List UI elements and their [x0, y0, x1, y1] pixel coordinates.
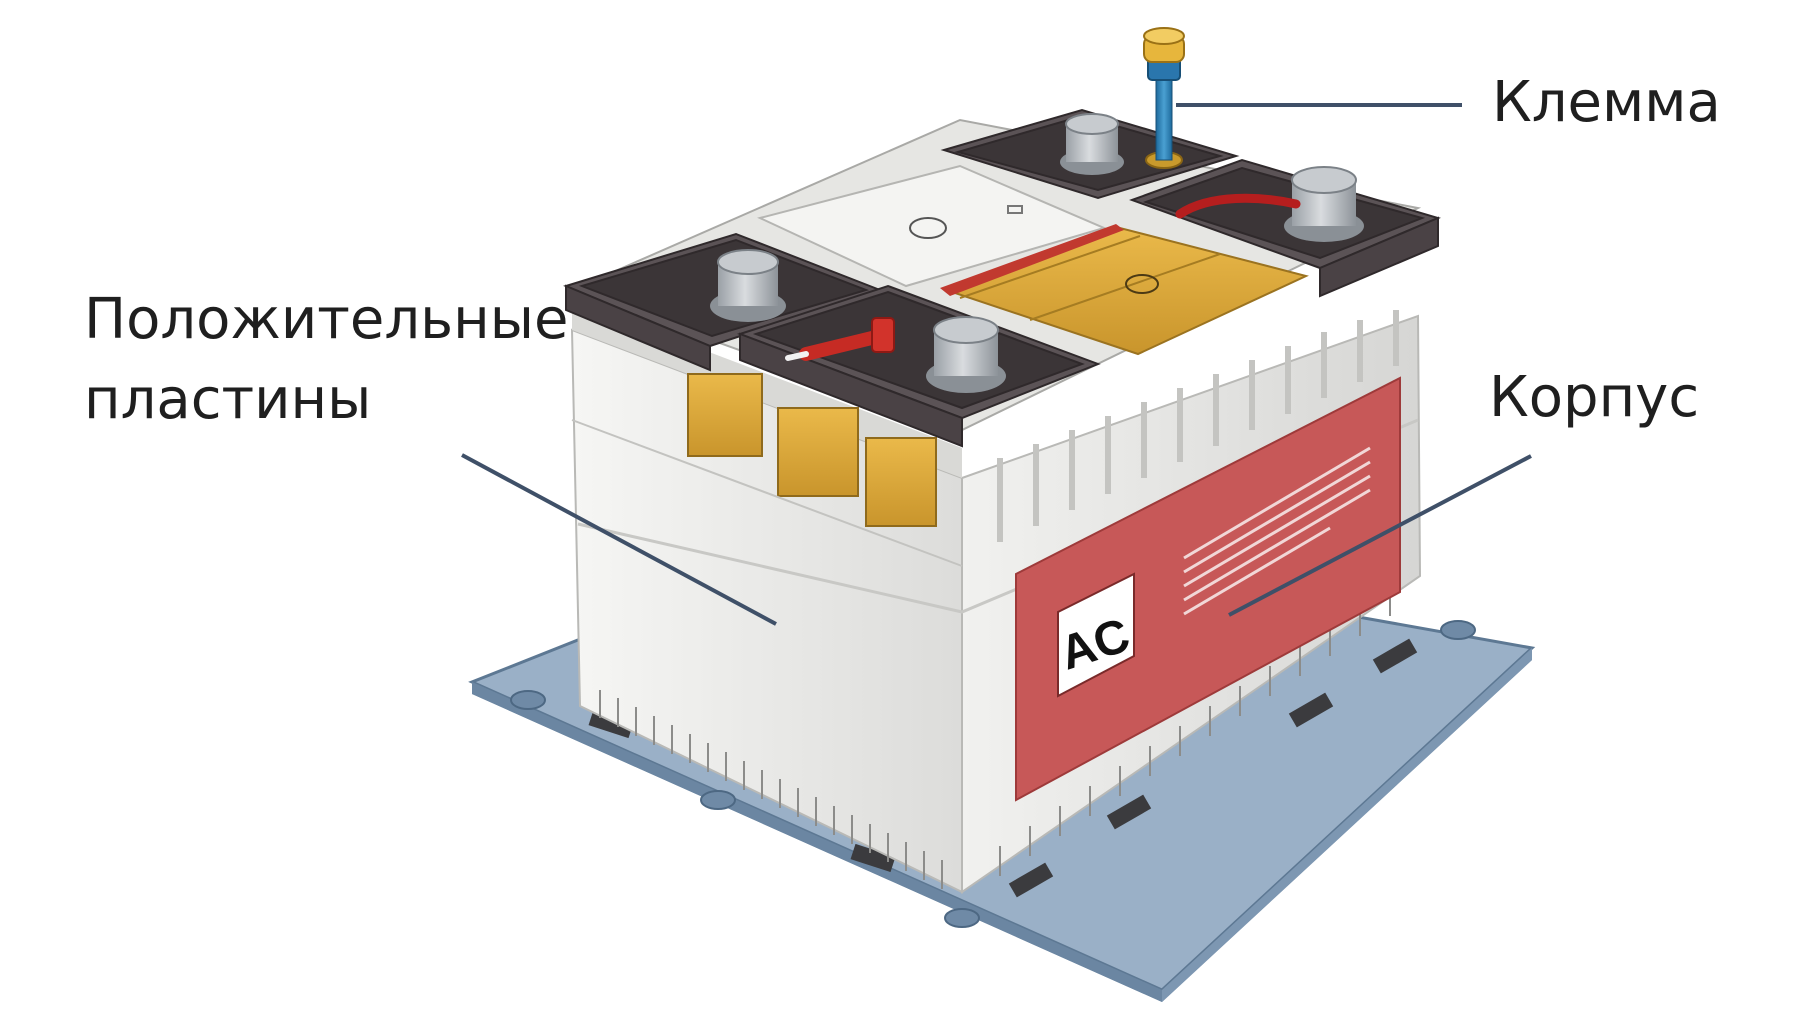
terminal-posts	[710, 113, 1364, 393]
leader-line-plates	[461, 453, 777, 626]
post-center-front	[926, 316, 1006, 393]
label-positive-plates-line1: Положительные	[84, 287, 569, 352]
terminal-probe	[1143, 27, 1185, 169]
case-label-panel: AC	[1015, 376, 1401, 802]
red-cables	[785, 193, 1301, 361]
leader-lines	[461, 103, 1532, 626]
mounting-clamps	[588, 638, 1418, 898]
post-back-right	[1284, 166, 1364, 242]
label-positive-plates: Положительные пластины	[84, 280, 568, 440]
leader-line-case	[1228, 454, 1532, 617]
post-back-left	[1060, 113, 1124, 175]
label-case: Корпус	[1489, 365, 1700, 430]
post-left-front	[710, 249, 786, 322]
label-terminal: Клемма	[1492, 70, 1721, 135]
vent-cap-icon	[909, 217, 947, 239]
label-positive-plates-line2: пластины	[84, 367, 372, 432]
